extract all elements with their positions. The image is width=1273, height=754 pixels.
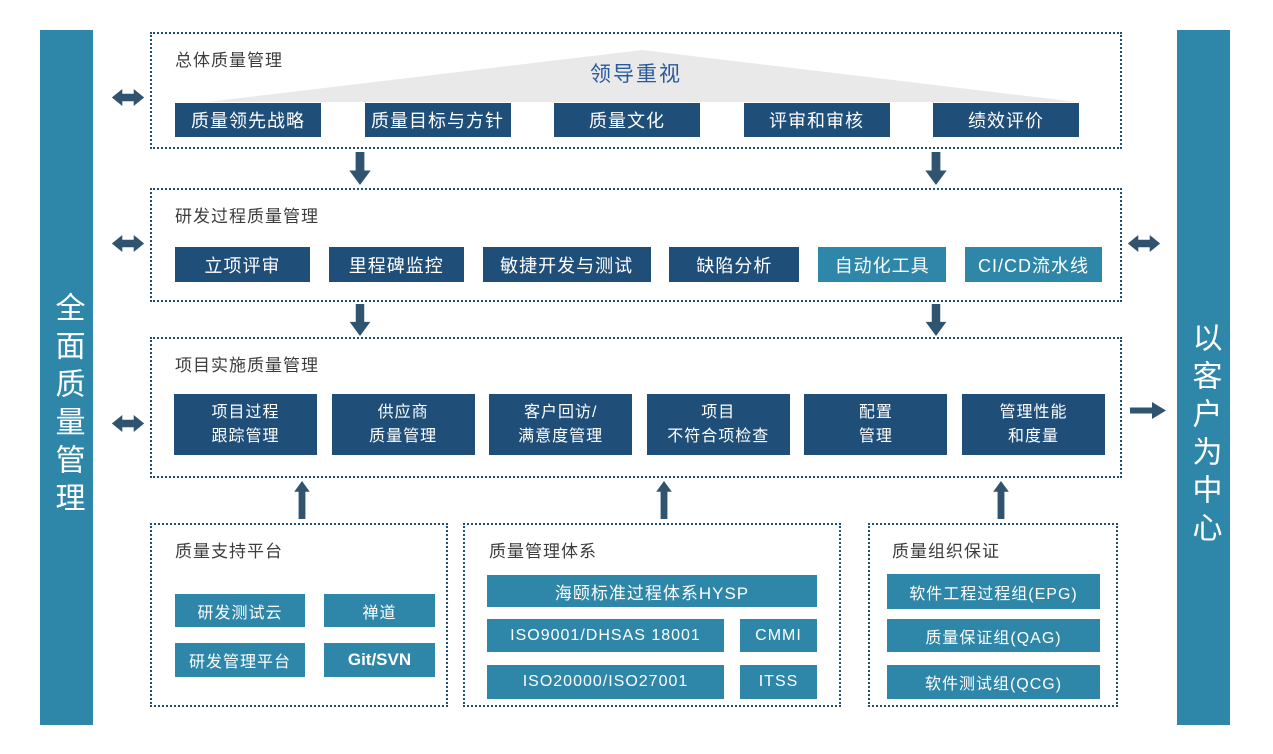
section-rnd-process: 研发过程质量管理 立项评审 里程碑监控 敏捷开发与测试 缺陷分析 自动化工具 C… xyxy=(150,188,1122,302)
down-arrow-icon xyxy=(349,304,371,336)
left-bar-total-quality: 全面质量管理 xyxy=(40,30,93,725)
pill-epg-group: 软件工程过程组(EPG) xyxy=(887,574,1100,609)
section-rnd-title: 研发过程质量管理 xyxy=(175,207,319,226)
section-quality-management-system: 质量管理体系 海颐标准过程体系HYSP ISO9001/DHSAS 18001 … xyxy=(463,523,841,707)
section-project-title: 项目实施质量管理 xyxy=(175,356,319,375)
pill-customer-visit-satisfaction: 客户回访/ 满意度管理 xyxy=(489,394,633,455)
section-overall-title: 总体质量管理 xyxy=(175,51,283,70)
pill-rnd-test-cloud: 研发测试云 xyxy=(175,594,305,627)
pill-qcg-group: 软件测试组(QCG) xyxy=(887,665,1100,699)
pill-cicd-pipeline: CI/CD流水线 xyxy=(964,247,1102,282)
platform-title: 质量支持平台 xyxy=(175,542,283,561)
pill-automation-tools: 自动化工具 xyxy=(818,247,947,282)
section-quality-support-platform: 质量支持平台 研发测试云 禅道 研发管理平台 Git/SVN xyxy=(150,523,448,707)
pill-hysp-standard-process: 海颐标准过程体系HYSP xyxy=(487,575,817,607)
left-bar-label: 全面质量管理 xyxy=(50,292,84,520)
pill-itss: ITSS xyxy=(740,665,817,699)
pill-review-audit: 评审和审核 xyxy=(743,103,890,137)
down-arrow-icon xyxy=(925,152,947,185)
pill-project-initiation-review: 立项评审 xyxy=(175,247,310,282)
pill-configuration-management: 配置 管理 xyxy=(804,394,948,455)
rnd-items-row: 立项评审 里程碑监控 敏捷开发与测试 缺陷分析 自动化工具 CI/CD流水线 xyxy=(175,247,1102,282)
overall-items-row: 质量领先战略 质量目标与方针 质量文化 评审和审核 绩效评价 xyxy=(175,103,1079,137)
pill-quality-goals-policy: 质量目标与方针 xyxy=(364,103,511,137)
up-arrow-icon xyxy=(993,481,1009,519)
down-arrow-icon xyxy=(349,152,371,185)
system-title: 质量管理体系 xyxy=(489,542,597,561)
pill-iso20000-iso27001: ISO20000/ISO27001 xyxy=(487,665,724,699)
up-arrow-icon xyxy=(294,481,310,519)
pill-zentao: 禅道 xyxy=(324,594,435,627)
leadership-banner-label: 领导重视 xyxy=(590,63,682,86)
pill-project-process-tracking: 项目过程 跟踪管理 xyxy=(174,394,317,455)
section-project-implementation: 项目实施质量管理 项目过程 跟踪管理 供应商 质量管理 客户回访/ 满意度管理 … xyxy=(150,337,1122,478)
section-overall-quality: 领导重视 总体质量管理 质量领先战略 质量目标与方针 质量文化 评审和审核 绩效… xyxy=(150,32,1122,149)
pill-supplier-quality: 供应商 质量管理 xyxy=(331,394,475,455)
pill-nonconformance-check: 项目 不符合项检查 xyxy=(646,394,790,455)
down-arrow-icon xyxy=(925,304,947,336)
double-arrow-icon xyxy=(111,234,145,253)
pill-performance-measurement: 管理性能 和度量 xyxy=(961,394,1105,455)
double-arrow-icon xyxy=(1127,234,1161,253)
up-arrow-icon xyxy=(656,481,672,519)
pill-agile-dev-test: 敏捷开发与测试 xyxy=(482,247,651,282)
pill-quality-culture: 质量文化 xyxy=(554,103,700,137)
org-title: 质量组织保证 xyxy=(892,542,1000,561)
double-arrow-icon xyxy=(111,414,145,433)
project-items-row: 项目过程 跟踪管理 供应商 质量管理 客户回访/ 满意度管理 项目 不符合项检查… xyxy=(174,394,1105,455)
right-bar-label: 以客户为中心 xyxy=(1187,322,1221,550)
right-bar-customer-centric: 以客户为中心 xyxy=(1177,30,1230,725)
pill-rnd-management-platform: 研发管理平台 xyxy=(175,643,305,677)
right-arrow-icon xyxy=(1130,402,1166,419)
pill-cmmi: CMMI xyxy=(740,619,817,652)
pill-qag-group: 质量保证组(QAG) xyxy=(887,619,1100,652)
section-quality-organization: 质量组织保证 软件工程过程组(EPG) 质量保证组(QAG) 软件测试组(QCG… xyxy=(868,523,1118,707)
pill-git-svn: Git/SVN xyxy=(324,643,435,677)
pill-performance-eval: 绩效评价 xyxy=(933,103,1079,137)
pill-iso9001-dhsas18001: ISO9001/DHSAS 18001 xyxy=(487,619,724,652)
double-arrow-icon xyxy=(111,88,145,107)
pill-milestone-monitoring: 里程碑监控 xyxy=(328,247,464,282)
pill-quality-leading-strategy: 质量领先战略 xyxy=(175,103,321,137)
pill-defect-analysis: 缺陷分析 xyxy=(669,247,800,282)
